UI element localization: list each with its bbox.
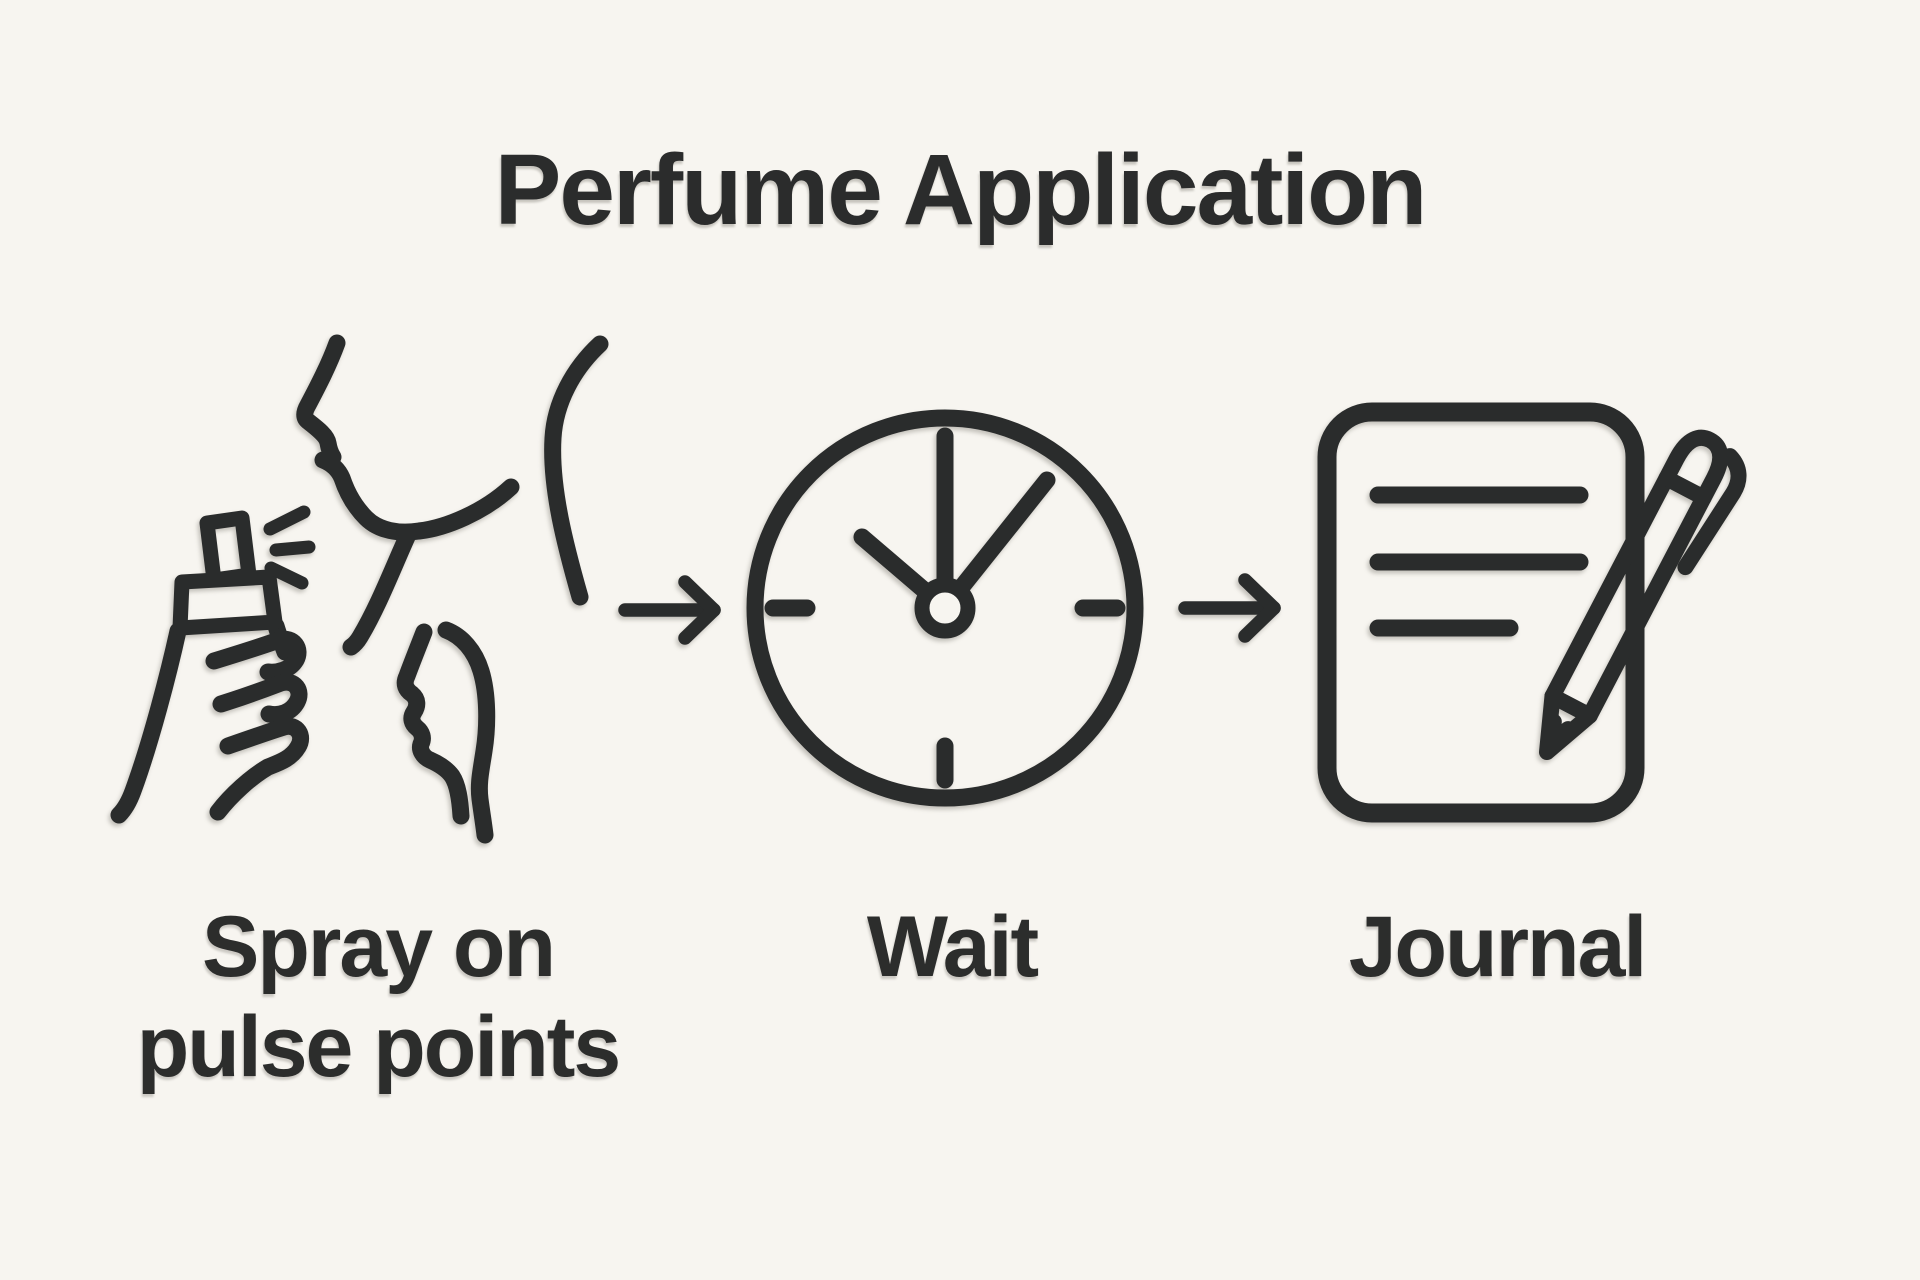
arrow-head: [1238, 573, 1281, 643]
face-profile-outline: [296, 334, 520, 541]
shoulder-back-line: [544, 335, 609, 606]
step-label-line: Journal: [1348, 899, 1648, 995]
pen-icon: [1539, 429, 1747, 760]
step-label-line: pulse points: [136, 999, 621, 1095]
small-face-outline: [396, 623, 470, 825]
finger-index: [205, 630, 307, 681]
spray-bottle-on-neck-icon: [110, 334, 609, 844]
page-title: Perfume Application: [494, 134, 1428, 246]
hand-wrist-line: [110, 622, 187, 824]
right-arrow-icon: [618, 575, 721, 645]
step-label-wait: Wait: [752, 897, 1152, 997]
pen-cap-seam: [1658, 470, 1712, 506]
finger-middle: [212, 673, 308, 724]
step-label-line: Spray on: [202, 899, 556, 995]
clock-center-pin: [914, 577, 976, 639]
arrow-head: [678, 575, 721, 645]
right-arrow-icon: [1178, 573, 1281, 643]
finger-ring-and-fist-bottom: [209, 717, 310, 821]
notebook-and-pen-icon: [1317, 402, 1747, 823]
pen-barrel: [1544, 429, 1729, 724]
neck-front-line: [342, 528, 416, 656]
step-label-journal: Journal: [1297, 897, 1697, 997]
step-label-spray-on-pulse-points: Spray on pulse points: [103, 897, 653, 1097]
clock-face: [746, 409, 1144, 807]
pen-clip: [1677, 448, 1747, 576]
spray-cap: [172, 569, 283, 636]
notebook-text-lines: [1369, 486, 1589, 637]
step-label-line: Wait: [866, 899, 1039, 995]
spray-burst-icon: [263, 505, 316, 590]
spray-nozzle: [199, 510, 257, 588]
small-head-back-line: [437, 621, 496, 844]
clock-icon: [746, 409, 1144, 807]
pen-nib-inner: [1543, 713, 1576, 752]
